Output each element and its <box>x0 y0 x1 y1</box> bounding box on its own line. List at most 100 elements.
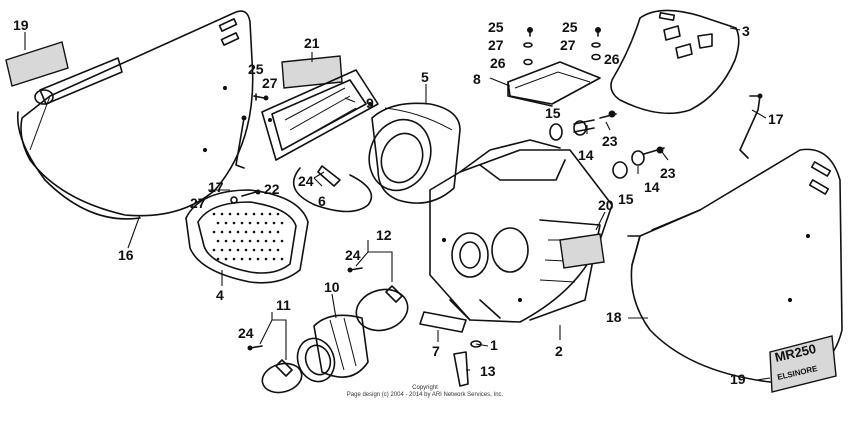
bolt-25-left <box>253 93 269 101</box>
callout-label: 6 <box>318 193 326 209</box>
callout-label: 25 <box>248 61 264 77</box>
mesh-dot <box>224 221 228 225</box>
mesh-dot <box>268 212 272 216</box>
rod-17-left <box>235 115 247 169</box>
mesh-dot <box>272 221 276 225</box>
mesh-dot <box>264 221 268 225</box>
callout-label: 16 <box>118 247 134 263</box>
mesh-dot <box>252 212 256 216</box>
mesh-dot <box>212 230 216 234</box>
copyright-line-2: Page design (c) 2004 - 2014 by ARI Netwo… <box>346 392 504 398</box>
mesh-dot <box>228 248 232 252</box>
mesh-dot <box>236 212 240 216</box>
callout-label: 19 <box>13 17 29 33</box>
callout-label: 24 <box>345 247 361 263</box>
clip-1 <box>470 340 482 348</box>
mesh-dot <box>236 230 240 234</box>
mesh-dot <box>276 248 280 252</box>
callout-label: 27 <box>190 195 206 211</box>
mesh-dot <box>272 257 276 261</box>
air-cleaner-frame <box>261 69 379 161</box>
mesh-dot <box>240 257 244 261</box>
mesh-dot <box>240 221 244 225</box>
decal-20 <box>559 233 605 269</box>
callout-label: 25 <box>562 19 578 35</box>
callout-label: 23 <box>660 165 676 181</box>
decal-plate-top-left <box>5 41 69 87</box>
callout-label: 17 <box>208 179 224 195</box>
callout-label: 24 <box>298 173 314 189</box>
callout-label: 22 <box>264 181 280 197</box>
mesh-dot <box>248 257 252 261</box>
callout-label: 27 <box>488 37 504 53</box>
mesh-dot <box>264 239 268 243</box>
callout-label: 13 <box>480 363 496 379</box>
mesh-dot <box>268 248 272 252</box>
mesh-dot <box>236 248 240 252</box>
callout-label: 7 <box>432 343 440 359</box>
top-plate <box>610 9 740 115</box>
callout-label: 26 <box>490 55 506 71</box>
mesh-dot <box>244 230 248 234</box>
strap-6 <box>292 165 373 213</box>
mesh-dot <box>256 239 260 243</box>
screw-24-lower <box>247 345 263 351</box>
mesh-dot <box>220 212 224 216</box>
callout-label: 14 <box>578 147 594 163</box>
callout-label: 24 <box>238 325 254 341</box>
mesh-dot <box>280 221 284 225</box>
mesh-dot <box>252 230 256 234</box>
callout-label: 27 <box>560 37 576 53</box>
mesh-dot <box>232 257 236 261</box>
mesh-dot <box>224 239 228 243</box>
decal-plate-bottom-right: MR250 ELSINORE <box>769 335 837 393</box>
mesh-dot <box>228 230 232 234</box>
callout-label: 4 <box>216 287 224 303</box>
bolt-set-right <box>591 27 601 61</box>
mesh-dot <box>248 221 252 225</box>
callout-label: 14 <box>644 179 660 195</box>
callout-label: 15 <box>618 191 634 207</box>
rod-17-right <box>739 93 763 159</box>
mesh-dot <box>256 257 260 261</box>
screw-24-middle <box>347 267 363 273</box>
intake-boot <box>296 314 369 383</box>
mesh-dot <box>228 212 232 216</box>
air-filter-element <box>368 102 461 204</box>
left-side-cover <box>16 10 254 220</box>
drain-tube-13 <box>453 351 469 387</box>
callout-label: 19 <box>730 371 746 387</box>
callout-label: 18 <box>606 309 622 325</box>
callout-label: 2 <box>555 343 563 359</box>
mesh-dot <box>224 257 228 261</box>
callout-label: 27 <box>262 75 278 91</box>
callout-label: 17 <box>768 111 784 127</box>
callout-label: 21 <box>304 35 320 51</box>
mesh-dot <box>260 212 264 216</box>
mesh-dot <box>268 230 272 234</box>
hose-clamp-11 <box>261 359 303 394</box>
mesh-dot <box>232 221 236 225</box>
bolt-22 <box>230 189 261 204</box>
mesh-dot <box>216 239 220 243</box>
bolt-set-middle <box>523 27 533 66</box>
mesh-dot <box>240 239 244 243</box>
mesh-dot <box>220 248 224 252</box>
mesh-dot <box>256 221 260 225</box>
copyright-line-1: Copyright <box>412 385 438 391</box>
copyright-notice: Copyright Page design (c) 2004 - 2014 by… <box>300 385 550 399</box>
callout-label: 1 <box>490 337 498 353</box>
callout-label: 15 <box>545 105 561 121</box>
mesh-dot <box>232 239 236 243</box>
hose-clamp-12 <box>355 285 409 332</box>
mesh-dot <box>244 248 248 252</box>
mesh-dot <box>216 221 220 225</box>
mesh-dot <box>248 239 252 243</box>
mesh-dot <box>212 212 216 216</box>
air-box <box>429 139 613 323</box>
callout-labels: 19 21 25 27 9 5 25 27 26 8 25 27 26 3 15… <box>13 17 784 387</box>
callout-label: 11 <box>276 297 291 313</box>
mesh-dot <box>280 239 284 243</box>
